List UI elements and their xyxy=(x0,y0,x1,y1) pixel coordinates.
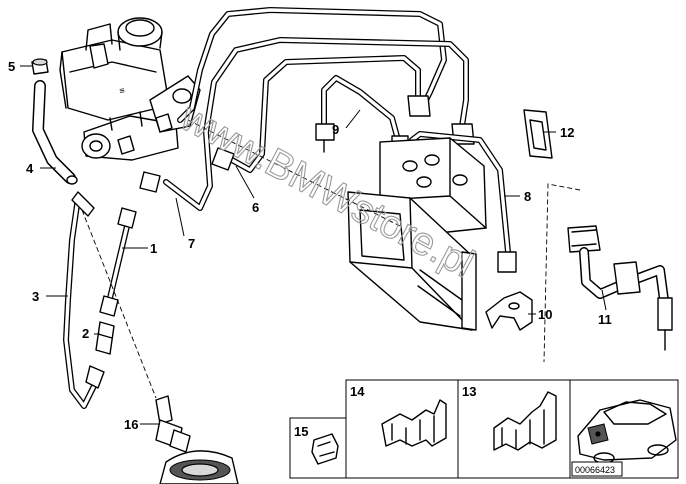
reservoir-hose xyxy=(32,80,78,185)
callout-8: 8 xyxy=(524,189,531,204)
bracket-10 xyxy=(485,291,533,331)
leader-lines xyxy=(20,65,607,425)
reservoir-master-cylinder: ≡ xyxy=(59,17,201,161)
callout-3: 3 xyxy=(32,289,39,304)
callout-10: 10 xyxy=(538,307,552,322)
brake-hose-11 xyxy=(567,225,673,351)
callout-14: 14 xyxy=(350,384,365,399)
callout-12: 12 xyxy=(560,125,574,140)
brake-lines-6-7 xyxy=(139,7,475,211)
callout-13: 13 xyxy=(462,384,476,399)
connector-16 xyxy=(155,395,191,453)
hydraulic-unit xyxy=(347,137,487,331)
union-2 xyxy=(95,321,115,355)
svg-text:≡: ≡ xyxy=(119,85,126,96)
callout-6: 6 xyxy=(252,200,259,215)
callout-5: 5 xyxy=(8,59,15,74)
callout-2: 2 xyxy=(82,326,89,341)
brake-line-3 xyxy=(63,191,105,409)
pipe-bracket-14 xyxy=(381,399,447,447)
callout-4: 4 xyxy=(26,161,34,176)
pipe-bracket-13 xyxy=(493,391,557,451)
callout-7: 7 xyxy=(188,236,195,251)
callout-9: 9 xyxy=(332,122,339,137)
grommet-12 xyxy=(523,109,553,159)
callout-16: 16 xyxy=(124,417,138,432)
callout-15: 15 xyxy=(294,424,308,439)
car-location-sketch xyxy=(577,399,677,464)
reference-lines xyxy=(81,119,581,399)
callout-1: 1 xyxy=(150,241,157,256)
brake-line-1 xyxy=(99,207,137,317)
hose-cap xyxy=(31,58,49,75)
callout-11: 11 xyxy=(598,312,612,327)
brake-caliper-lower xyxy=(159,450,239,484)
clip-15 xyxy=(311,433,339,465)
drawing-number: 00066423 xyxy=(575,465,615,475)
